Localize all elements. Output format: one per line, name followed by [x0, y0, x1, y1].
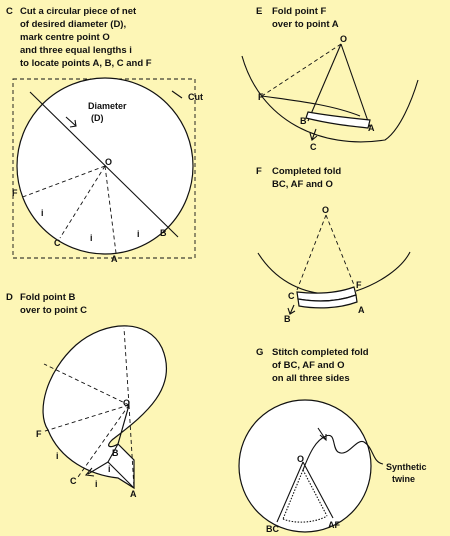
length-i-d3: i: [108, 464, 111, 474]
point-c-d: C: [70, 476, 77, 486]
panel-c-caption-5: to locate points A, B, C and F: [20, 58, 152, 69]
panel-c-caption-3: mark centre point O: [20, 32, 110, 43]
panel-g-caption-2: of BC, AF and O: [272, 360, 344, 371]
panel-c-caption-4: and three equal lengths i: [20, 45, 132, 56]
panel-f-caption-2: BC, AF and O: [272, 179, 333, 190]
fold-line-oc-d: [77, 404, 130, 478]
point-o-g: O: [297, 454, 304, 464]
fold-line-ob-e: [307, 43, 342, 122]
panel-g-caption-3: on all three sides: [272, 373, 350, 384]
panel-e-letter: E: [256, 6, 262, 17]
fold-line-of: [19, 165, 106, 199]
panel-c-caption-1: Cut a circular piece of net: [20, 6, 137, 17]
point-bc-g: BC: [266, 524, 279, 534]
panel-f: F Completed fold BC, AF and O O C F B A: [256, 166, 411, 324]
panel-c-letter: C: [6, 6, 13, 17]
length-i-d2: i: [95, 479, 98, 489]
diameter-arrow: [65, 116, 77, 128]
point-c-f: C: [288, 291, 295, 301]
point-c-c: C: [54, 238, 61, 248]
length-i-2: i: [90, 233, 93, 243]
net-edge-arc-f: [257, 251, 411, 295]
panel-c: C Cut a circular piece of net of desired…: [6, 6, 203, 264]
point-b-d: B: [112, 448, 119, 458]
length-i-3: i: [137, 229, 140, 239]
net-edge-arc-e: [241, 55, 419, 143]
panel-g: G Stitch completed fold of BC, AF and O …: [238, 347, 427, 534]
length-i-1: i: [41, 208, 44, 218]
fold-line-of-d: [41, 404, 130, 433]
pointer-c-e: [309, 128, 318, 141]
twine-arrow: [317, 427, 327, 442]
point-o-d: O: [123, 398, 130, 408]
point-b-e: B: [300, 116, 307, 126]
fold-line-vertical-d: [123, 327, 130, 406]
point-c-e: C: [310, 142, 317, 152]
twine-label-1: Synthetic: [386, 462, 427, 472]
point-f-d: F: [36, 429, 42, 439]
point-af-g: AF: [328, 520, 340, 530]
diameter-label: Diameter: [88, 101, 127, 111]
length-i-d1: i: [56, 451, 59, 461]
folded-net-shape: [42, 325, 168, 490]
pointer-b-f: [287, 304, 296, 315]
panel-g-letter: G: [256, 347, 263, 358]
panel-d-letter: D: [6, 292, 13, 303]
panel-e-caption-1: Fold point F: [272, 6, 327, 17]
panel-f-letter: F: [256, 166, 262, 177]
fold-line-oc: [59, 165, 106, 239]
panel-g-caption-1: Stitch completed fold: [272, 347, 369, 358]
panel-e-caption-2: over to point A: [272, 19, 339, 30]
fold-arc-f-e: [261, 95, 361, 117]
folded-edge-e: [305, 111, 371, 129]
folded-edge-f-lower: [297, 294, 358, 309]
point-b-f: B: [284, 314, 291, 324]
point-a-f: A: [358, 305, 365, 315]
fold-arrow-d: [84, 461, 109, 477]
diameter-line: [29, 91, 179, 238]
fold-line-oa: [104, 165, 117, 254]
fold-line-upper-d: [43, 363, 130, 406]
fold-line-of-e: [261, 43, 342, 97]
stitched-fold-sides: [276, 461, 334, 523]
panel-e: E Fold point F over to point A O F A B C: [241, 6, 419, 152]
point-o-f: O: [322, 205, 329, 215]
fold-line-oa-e: [340, 43, 371, 128]
point-f-f: F: [356, 280, 362, 290]
point-b-c: B: [160, 228, 167, 238]
point-a-d: A: [130, 489, 137, 499]
point-a-c: A: [111, 254, 118, 264]
point-a-e: A: [368, 123, 375, 133]
cut-label: Cut: [188, 92, 203, 102]
point-o-c: O: [105, 157, 112, 167]
twine-label-2: twine: [392, 474, 415, 484]
point-f-e: F: [258, 92, 264, 102]
panel-d-caption-1: Fold point B: [20, 292, 76, 303]
panel-c-caption-2: of desired diameter (D),: [20, 19, 126, 30]
point-o-e: O: [340, 34, 347, 44]
diameter-d-label: (D): [91, 113, 104, 123]
cut-pointer: [171, 90, 183, 99]
panel-f-caption-1: Completed fold: [272, 166, 341, 177]
fold-line-of-f: [325, 214, 355, 286]
stitch-line: [282, 469, 328, 523]
panel-d-caption-2: over to point C: [20, 305, 87, 316]
fold-line-oc-f: [296, 214, 327, 291]
point-f-c: F: [12, 188, 18, 198]
twine-path: [302, 434, 384, 471]
panel-d: D Fold point B over to point C O F C A B…: [6, 292, 168, 499]
